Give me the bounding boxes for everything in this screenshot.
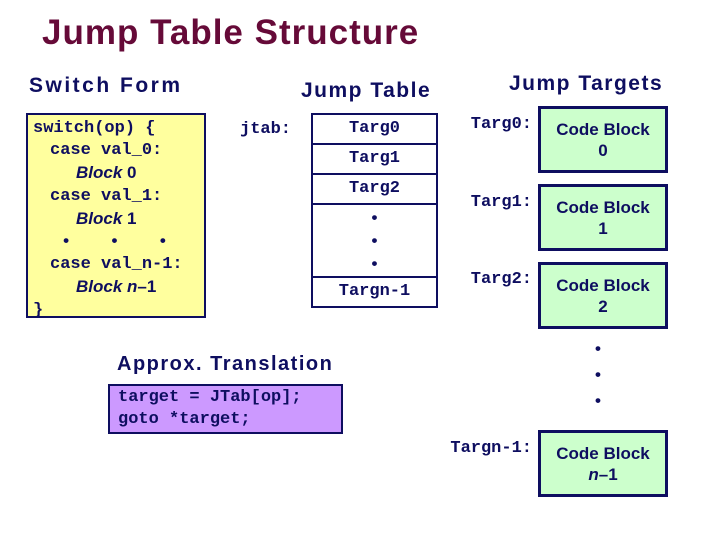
target-label-targn-1: Targn-1: (450, 439, 532, 458)
jump-table-cell-targn-1: Targn-1 (338, 282, 411, 301)
code-block-line2: 2 (598, 296, 608, 316)
code-line: } (33, 301, 44, 320)
code-block-n-1: Code Block n–1 (538, 430, 668, 497)
dot: • (595, 365, 601, 384)
jump-table-ellipsis: • • • (313, 205, 436, 278)
target-label-targ2: Targ2: (470, 270, 532, 289)
translation-code-box: target = JTab[op]; goto *target; (108, 384, 343, 434)
code-line: case val_n-1: (50, 255, 183, 274)
block-name: Block (76, 163, 123, 182)
code-block-line2: n–1 (588, 464, 617, 485)
code-block-line1: Code Block (556, 443, 650, 463)
code-line-block-0: Block 0 (33, 162, 204, 186)
switch-form-heading: Switch Form (29, 74, 183, 97)
translation-code-line: goto *target; (118, 410, 251, 429)
dot: • (595, 391, 601, 410)
jump-table-diagram: Targ0 Targ1 Targ2 • • • Targn-1 (311, 113, 438, 308)
switch-code-box: switch(op) { case val_0: Block 0 case va… (26, 113, 206, 320)
dot: • (371, 230, 378, 250)
dot: • (595, 339, 601, 358)
jump-table-cell-targ2: Targ2 (313, 175, 436, 205)
code-line: case val_1: (50, 187, 163, 206)
block-n-italic: n (588, 464, 599, 484)
block-n-plain: –1 (598, 464, 618, 484)
block-number: 1 (122, 209, 137, 228)
target-label-targ1: Targ1: (470, 193, 532, 212)
code-line: switch(op) { (33, 119, 156, 138)
ellipsis-horizontal: • • • (61, 233, 183, 252)
code-line: case val_0: (50, 141, 163, 160)
code-block-line1: Code Block (556, 197, 650, 217)
jtab-pointer-label: jtab: (240, 120, 292, 139)
target-label-targ0: Targ0: (470, 115, 532, 134)
jump-targets-ellipsis: • • • (588, 339, 608, 410)
code-block-1: Code Block 1 (538, 184, 668, 251)
code-block-0: Code Block 0 (538, 106, 668, 173)
block-name: Block n (76, 277, 138, 296)
jump-table-heading: Jump Table (301, 79, 432, 102)
code-block-line1: Code Block (556, 119, 650, 139)
code-line-block-n: Block n–1 (33, 276, 204, 300)
dot: • (371, 207, 378, 227)
code-block-line1: Code Block (556, 275, 650, 295)
code-line-block-1: Block 1 (33, 208, 204, 232)
jump-table-cell-targ0: Targ0 (313, 115, 436, 145)
approx-translation-heading: Approx. Translation (117, 353, 334, 375)
block-number: 0 (122, 163, 137, 182)
block-name: Block (76, 209, 123, 228)
code-block-line2: 1 (598, 218, 608, 238)
jump-targets-heading: Jump Targets (509, 72, 664, 95)
code-block-line2: 0 (598, 140, 608, 160)
block-number: –1 (137, 277, 157, 296)
dot: • (371, 253, 378, 273)
jump-table-cell-targ1: Targ1 (313, 145, 436, 175)
code-block-2: Code Block 2 (538, 262, 668, 329)
slide-title: Jump Table Structure (42, 13, 420, 52)
translation-code-line: target = JTab[op]; (118, 388, 302, 407)
